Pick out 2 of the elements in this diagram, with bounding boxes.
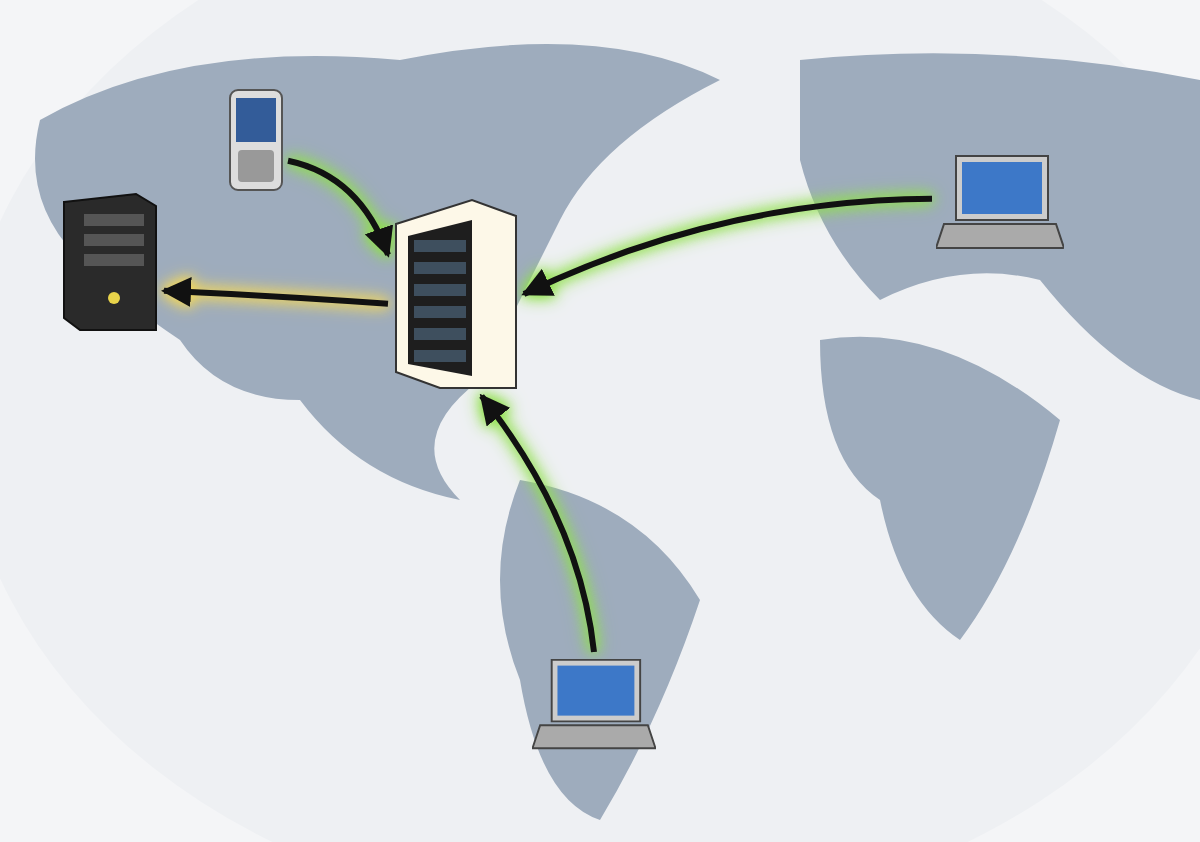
arrow (161, 277, 389, 307)
arrow (521, 195, 933, 297)
